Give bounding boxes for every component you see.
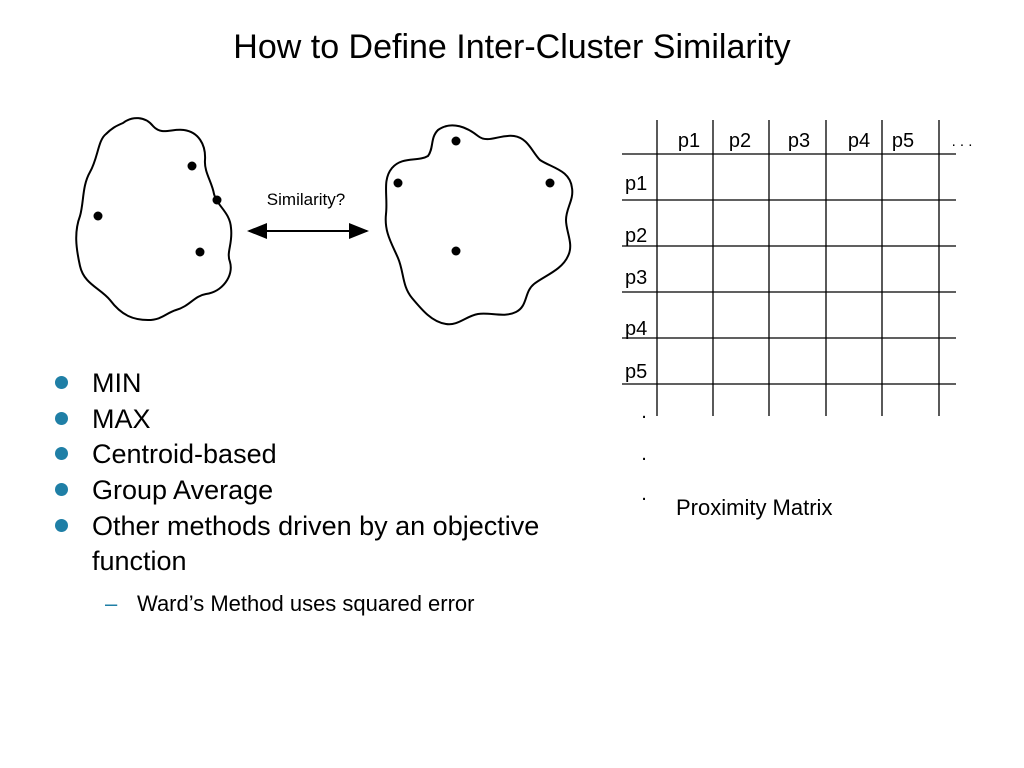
sub-bullet-item: – Ward’s Method uses squared error: [55, 590, 655, 619]
similarity-label: Similarity?: [267, 190, 345, 209]
right-cluster-point: [393, 178, 403, 188]
dash-bullet-icon: –: [105, 590, 118, 616]
right-cluster-blob: [384, 124, 574, 326]
matrix-col-header: p1: [678, 130, 700, 152]
bullet-dot-icon: [55, 447, 68, 461]
bullet-text-continuation: function: [92, 546, 187, 577]
bullet-item: Group Average: [55, 473, 655, 509]
matrix-row-ellipsis-dot: .: [641, 443, 647, 465]
bullet-item: Other methods driven by an objective fun…: [55, 509, 655, 580]
bullet-text: MIN: [92, 368, 142, 398]
bullet-list: MIN MAX Centroid-based Group Average Oth…: [55, 366, 655, 618]
bullet-item: Centroid-based: [55, 437, 655, 473]
matrix-row-header: p1: [625, 173, 647, 195]
bullet-dot-icon: [55, 482, 68, 496]
right-cluster-point: [451, 136, 461, 146]
left-cluster-point: [195, 247, 205, 257]
matrix-row-header: p4: [625, 318, 647, 340]
bullet-text: Centroid-based: [92, 439, 277, 470]
matrix-col-ellipsis: . . .: [952, 133, 973, 150]
slide-title: How to Define Inter-Cluster Similarity: [233, 28, 791, 66]
sub-bullet-text: Ward’s Method uses squared error: [137, 590, 475, 616]
bullet-text: Other methods driven by an objective: [92, 510, 540, 541]
matrix-row-ellipsis-dot: .: [641, 483, 647, 505]
left-cluster-blob: [75, 117, 233, 322]
bullet-dot-icon: [55, 411, 68, 425]
bullet-dot-icon: [55, 376, 68, 389]
matrix-col-header: p5: [892, 130, 914, 152]
matrix-row-header: p2: [625, 225, 647, 247]
matrix-row-ellipsis-dot: .: [641, 401, 647, 423]
bullet-text: MAX: [92, 403, 151, 434]
bullet-item: MAX: [55, 402, 655, 438]
bullet-text: Group Average: [92, 474, 274, 505]
bullet-dot-icon: [55, 518, 68, 532]
left-cluster-point: [187, 161, 197, 171]
matrix-col-header: p3: [788, 130, 810, 152]
matrix-col-header: p2: [729, 130, 751, 152]
left-cluster-point: [212, 195, 222, 205]
right-cluster-point: [451, 246, 461, 256]
proximity-matrix: [622, 120, 956, 416]
matrix-col-header: p4: [848, 130, 870, 152]
bullet-item: MIN: [55, 366, 655, 402]
matrix-row-header: p3: [625, 267, 647, 289]
right-cluster-point: [545, 178, 555, 188]
matrix-caption: Proximity Matrix: [676, 495, 833, 520]
matrix-row-header: p5: [625, 361, 647, 383]
left-cluster-point: [93, 211, 103, 221]
